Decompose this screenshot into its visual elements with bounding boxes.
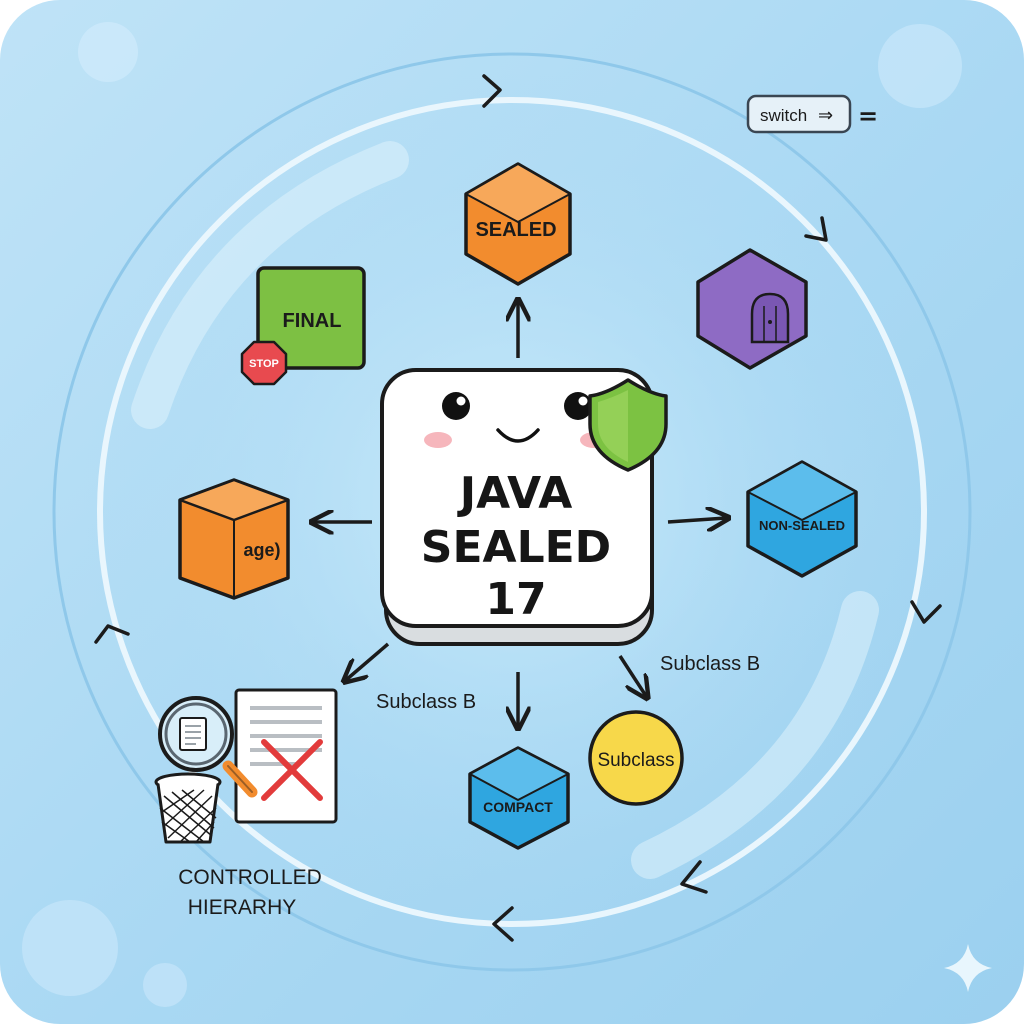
ring-highlight-left [131,141,409,429]
arrow-to-controlled [346,642,390,680]
final-node: FINAL STOP [240,266,366,386]
outer-orbit-ring [52,52,972,972]
ring-highlight-right [631,591,879,879]
center-title-line2: SEALED [421,522,611,573]
subclass-b-label-right: Subclass B [660,653,760,675]
stop-sign-icon [240,340,288,386]
inner-orbit-ring [97,97,927,927]
chevron-down-icon [804,216,828,242]
chevron-left-icon [492,906,514,942]
chevron-right-icon [482,74,502,108]
arrow-to-subclass [618,655,646,696]
controlled-label-line1: CONTROLLED [178,866,322,889]
controlled-label-line2: HIERARHY [188,896,297,919]
sealed-label: SEALED [475,219,556,241]
compact-node: COMPACT [468,746,570,850]
non-sealed-label: NON-SEALED [759,518,845,533]
center-version: 17 [485,574,546,625]
compact-label: COMPACT [483,799,553,815]
decor-bubble-top-left [78,22,138,82]
switch-badge: switch ⇒ = [746,94,878,134]
central-java-card: JAVA SEALED 17 [380,368,668,646]
switch-text: switch [760,106,807,125]
subclass-label: Subclass [597,750,674,771]
chevron-up-icon [94,624,130,644]
orbit-chevron-icons [94,74,942,942]
sparkle-icon [944,944,992,992]
chevron-left-icon [680,860,708,894]
controlled-hierarchy-illustration: CONTROLLED HIERARHY [154,688,338,919]
switch-arrow-icon: ⇒ [818,105,833,126]
decor-bubble-bottom-small [143,963,187,1007]
door-icon [750,292,790,344]
decor-bubble-top-right [878,24,962,108]
magnifier-icon [158,696,258,798]
subclass-b-label-left: Subclass B [376,691,476,713]
rejected-document-icon [234,688,338,824]
subclass-node: Subclass [588,710,684,806]
decor-bubble-bottom-left [22,900,118,996]
connector-arrows [314,302,726,726]
purple-door-node [696,248,808,370]
record-label: age) [243,540,280,560]
sealed-node: SEALED [464,162,572,286]
stop-label: STOP [249,358,279,370]
non-sealed-node: NON-SEALED [746,460,858,578]
center-title-line1: JAVA [457,468,573,519]
final-label: FINAL [283,310,342,332]
trash-can-icon [154,772,222,844]
chevron-down-icon [910,600,942,624]
arrow-to-non-sealed [667,518,726,522]
record-node: age) [178,478,290,600]
switch-equals: = [858,102,878,130]
